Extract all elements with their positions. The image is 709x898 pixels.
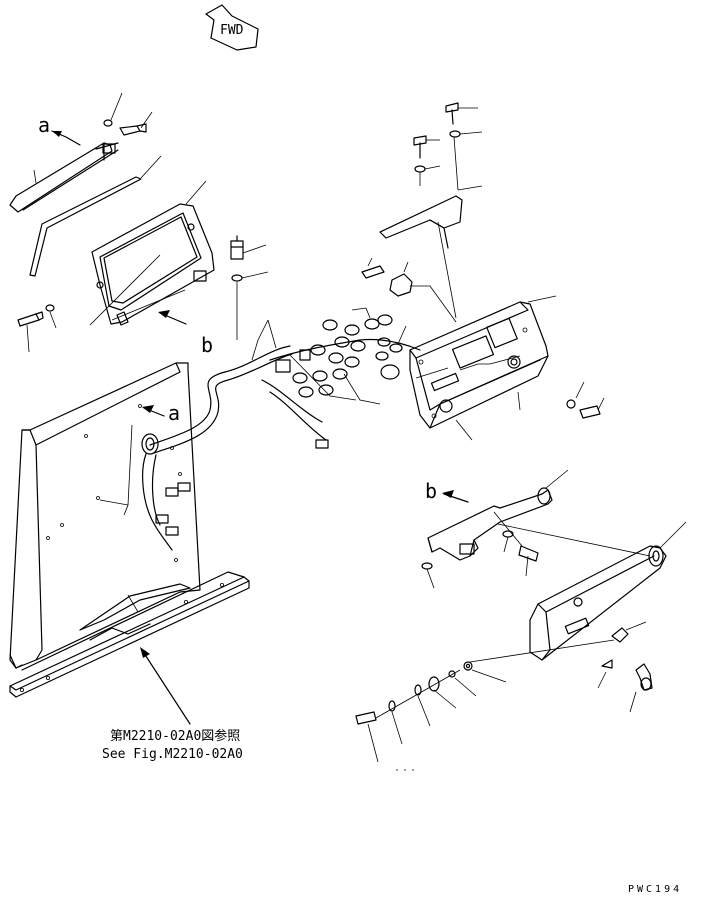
upper-left-bracket (9, 92, 162, 277)
bulb-sockets (292, 307, 407, 398)
reference-note-jp: 第M2210-02A0図参照 (110, 728, 240, 744)
fwd-label: FWD (220, 23, 244, 38)
view-a-marker-panel: a (142, 401, 180, 425)
wiring-harness (99, 319, 421, 551)
drawing-code: PWC194 (628, 884, 682, 895)
reference-note-en: See Fig.M2210-02A0 (102, 747, 243, 762)
view-b-marker: b (158, 310, 213, 357)
view-a-label-panel: a (168, 401, 180, 425)
view-b-label-left: b (201, 333, 213, 357)
view-b-label-right: b (425, 479, 437, 503)
top-cover-plate (361, 102, 483, 323)
right-screw (566, 381, 605, 419)
fwd-arrow: FWD (205, 4, 259, 51)
lower-bracket (421, 469, 651, 589)
reference-arrow (140, 647, 191, 725)
lower-fasteners (355, 661, 507, 771)
lower-cover (469, 521, 687, 713)
base-rail (9, 571, 250, 698)
side-panel (9, 362, 201, 669)
view-a-label-top: a (38, 113, 50, 137)
gauge-panel (409, 295, 557, 441)
center-bolt (230, 235, 269, 340)
view-a-marker: a (38, 113, 81, 146)
view-b-detail-arrow: b (425, 479, 469, 503)
window-frame (17, 180, 215, 353)
